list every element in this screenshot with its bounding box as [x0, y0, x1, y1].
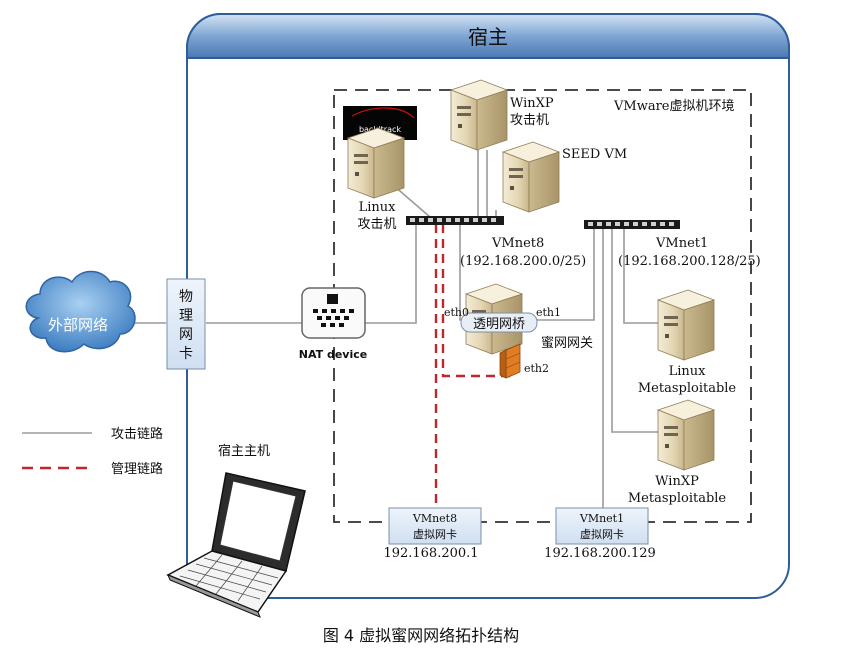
winxp-attacker-name: WinXP — [510, 96, 554, 111]
honeywall-gateway: 透明网桥 eth0 eth1 eth2 蜜网网关 — [444, 283, 593, 379]
vmnet1-adapter-name: VMnet1 — [579, 512, 624, 525]
vmnet8-adapter-name: VMnet8 — [412, 512, 457, 525]
vmnet1-virtual-adapter: VMnet1 虚拟网卡 192.168.200.129 — [544, 507, 656, 561]
management-links — [434, 224, 514, 508]
host-machine-label: 宿主主机 — [218, 443, 270, 459]
linux-attacker-name: Linux — [359, 200, 397, 215]
host-title: 宿主 — [468, 25, 508, 49]
legend: 攻击链路 管理链路 — [22, 426, 163, 477]
seed-vm: SEED VM — [502, 141, 627, 213]
vmnet1-name: VMnet1 — [655, 236, 708, 251]
vmware-environment-label: VMware虚拟机环境 — [613, 99, 735, 114]
seed-vm-server-icon — [502, 141, 560, 213]
legend-attack-label: 攻击链路 — [111, 426, 163, 442]
honeywall-eth2: eth2 — [524, 362, 549, 375]
physical-nic-char-3: 网 — [179, 327, 193, 343]
firewall-brick-icon — [499, 343, 521, 379]
nat-port-grid-icon — [313, 309, 354, 327]
vmnet8-virtual-adapter: VMnet8 虚拟网卡 192.168.200.1 — [383, 507, 482, 561]
physical-nic: 物 理 网 卡 — [166, 278, 206, 370]
linux-attacker-role: 攻击机 — [357, 217, 396, 232]
vmnet1-adapter-ip: 192.168.200.129 — [544, 546, 656, 561]
linux-attacker: back|track Linux 攻击机 — [343, 106, 417, 232]
internet-cloud: 外部网络 — [25, 270, 136, 353]
winxp-attacker-server-icon — [450, 79, 508, 151]
physical-nic-char-1: 物 — [179, 289, 193, 305]
nat-device: NAT device — [299, 287, 367, 361]
legend-management-label: 管理链路 — [111, 461, 163, 477]
transparent-bridge — [460, 312, 538, 333]
host-machine: 宿主主机 — [166, 443, 306, 618]
winxp-metasploitable-role: Metasploitable — [628, 491, 727, 506]
linux-metasploitable: Linux Metasploitable — [638, 289, 737, 396]
physical-nic-char-2: 理 — [179, 308, 193, 324]
laptop-icon — [166, 472, 306, 618]
vmnet1-subnet: (192.168.200.128/25) — [618, 254, 761, 269]
linux-metasploitable-name: Linux — [669, 364, 707, 379]
winxp-metasploitable-name: WinXP — [655, 474, 699, 489]
winxp-metasploitable: WinXP Metasploitable — [628, 399, 727, 506]
linux-metasploitable-server-icon — [657, 289, 715, 361]
vmnet8-name: VMnet8 — [491, 236, 544, 251]
vmnet1-adapter-type: 虚拟网卡 — [580, 527, 624, 541]
honeywall-eth1: eth1 — [536, 306, 561, 319]
transparent-bridge-label: 透明网桥 — [473, 317, 525, 332]
winxp-metasploitable-server-icon — [657, 399, 715, 471]
figure-caption: 图 4 虚拟蜜网网络拓扑结构 — [322, 626, 520, 645]
winxp-attacker-role: 攻击机 — [510, 113, 549, 128]
honeywall-label: 蜜网网关 — [541, 336, 593, 351]
vmnet8-switch: VMnet8 (192.168.200.0/25) — [406, 216, 586, 269]
seed-vm-label: SEED VM — [562, 147, 627, 162]
winxp-attacker: WinXP 攻击机 — [450, 79, 554, 151]
vmnet8-adapter-type: 虚拟网卡 — [413, 527, 457, 541]
physical-nic-char-4: 卡 — [179, 346, 193, 362]
vmnet1-switch: VMnet1 (192.168.200.128/25) — [584, 220, 761, 269]
linux-metasploitable-role: Metasploitable — [638, 381, 737, 396]
linux-attacker-server-icon — [347, 127, 405, 199]
vmnet8-adapter-ip: 192.168.200.1 — [383, 546, 478, 561]
internet-cloud-label: 外部网络 — [48, 316, 108, 334]
nat-device-label: NAT device — [299, 348, 367, 361]
vmnet8-subnet: (192.168.200.0/25) — [460, 254, 586, 269]
honeywall-eth0: eth0 — [444, 306, 469, 319]
